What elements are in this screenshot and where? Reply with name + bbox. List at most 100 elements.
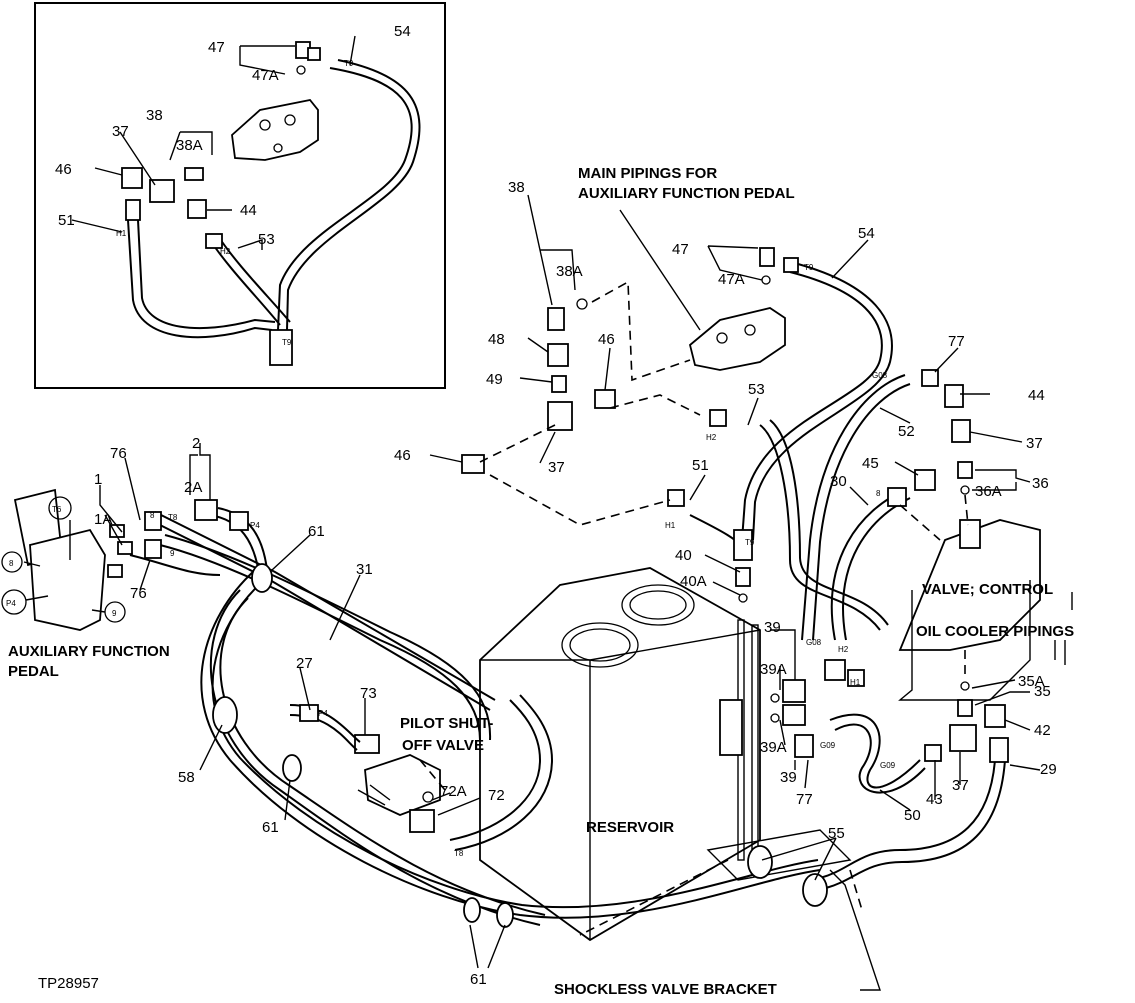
fitting-47 (759, 247, 775, 267)
callout-1a: 1A (94, 511, 112, 528)
reservoir-cap-1 (561, 622, 639, 668)
callout-47: 47 (672, 241, 689, 258)
clamp-55b (802, 873, 828, 907)
callout-35a: 35A (1018, 673, 1045, 690)
fitting-38 (547, 307, 565, 331)
callout-53: 53 (748, 381, 765, 398)
callout-77b: 77 (796, 791, 813, 808)
caption-main-pipings-1: MAIN PIPINGS FOR (578, 165, 717, 182)
inset-hose-54 (277, 67, 413, 331)
caption-pilot-2: OFF VALVE (402, 737, 484, 754)
fitting-37 (547, 401, 573, 431)
dashed-connections (419, 280, 969, 936)
code-g09a: G09 (820, 741, 836, 750)
inset-label-46: 46 (55, 161, 72, 178)
callout-72: 72 (488, 787, 505, 804)
fitting-37c (949, 724, 977, 752)
clamp-58 (212, 696, 238, 734)
main-fittings (144, 247, 1009, 763)
circled-8 (1, 551, 23, 573)
callout-numbers: 38 38A 48 49 46 46 37 47 47A 54 53 51 77… (94, 179, 1057, 988)
inset-label-47: 47 (208, 39, 225, 56)
hose-lower-loop (200, 569, 821, 919)
code-9a: 9 (170, 549, 175, 558)
code-h1b: H1 (850, 678, 861, 687)
code-p4b: P4 (318, 709, 328, 718)
callout-37c: 37 (952, 777, 969, 794)
oring-36a (960, 485, 970, 495)
callout-55: 55 (828, 825, 845, 842)
pilot-fitting-73 (354, 734, 380, 754)
reservoir-cap-2 (621, 584, 695, 626)
callout-72a: 72A (440, 783, 467, 800)
callout-48: 48 (488, 331, 505, 348)
hose-pilot (449, 699, 542, 841)
callout-42: 42 (1034, 722, 1051, 739)
fitting-39a (782, 679, 806, 703)
code-8a: 8 (150, 511, 155, 520)
code-t9b: T9 (745, 538, 755, 547)
inset-label-38: 38 (146, 107, 163, 124)
callout-27: 27 (296, 655, 313, 672)
inset-code-h2: H2 (220, 247, 231, 256)
fitting-29 (989, 737, 1009, 763)
hose-53 (759, 424, 881, 631)
inset-label-37: 37 (112, 123, 129, 140)
circled-t6 (48, 496, 72, 520)
callout-51: 51 (692, 457, 709, 474)
callout-35: 35 (1034, 683, 1051, 700)
callout-36: 36 (1032, 475, 1049, 492)
oring-47a (761, 275, 771, 285)
inset-label-51: 51 (58, 212, 75, 229)
code-h1: H1 (665, 521, 676, 530)
callout-46b: 46 (394, 447, 411, 464)
fitting-49 (551, 375, 567, 393)
callout-61b: 61 (262, 819, 279, 836)
circled-p4 (1, 589, 27, 615)
caption-reservoir: RESERVOIR (586, 819, 674, 836)
callout-50: 50 (904, 807, 921, 824)
callout-2: 2 (192, 435, 200, 452)
callout-40a: 40A (680, 573, 707, 590)
callout-76b: 76 (130, 585, 147, 602)
oring-35a (960, 681, 970, 691)
inset-code-t9a: T9 (344, 59, 354, 68)
fitting-77a (921, 369, 939, 387)
inset-panel: 47 47A 54 38 38A 37 46 44 51 53 H1 H2 T9… (34, 2, 446, 389)
control-valve-body (898, 519, 1041, 651)
caption-shockless: SHOCKLESS VALVE BRACKET (554, 981, 777, 998)
callout-39a: 39 (764, 619, 781, 636)
inset-hose-51 (127, 219, 273, 339)
fitting-42 (984, 704, 1006, 728)
oring-38a (576, 298, 588, 310)
clamps (212, 563, 828, 928)
inset-frame (34, 2, 446, 389)
code-t8b: T8 (454, 849, 464, 858)
reservoir (479, 567, 852, 942)
circled-t6-text: T6 (52, 505, 62, 514)
inset-fitting-37 (149, 179, 175, 203)
code-g08b: G08 (806, 638, 822, 647)
caption-aux-pedal-1: AUXILIARY FUNCTION (8, 643, 170, 660)
clamp-61b (282, 754, 302, 782)
callout-29: 29 (1040, 761, 1057, 778)
code-g08a: G08 (872, 371, 888, 380)
fitting-46a (594, 389, 616, 409)
fitting-codes: H1 H2 T9 T9 G08 G08 G09 G09 H1 H2 T8 T8 … (150, 263, 896, 858)
code-t8a: T8 (168, 513, 178, 522)
fitting-48 (547, 343, 569, 367)
hose-lines (129, 263, 1006, 926)
caption-main-pipings-2: AUXILIARY FUNCTION PEDAL (578, 185, 795, 202)
shockless-bracket (706, 829, 852, 881)
inset-code-h1: H1 (116, 229, 127, 238)
caption-oil-cooler: OIL COOLER PIPINGS (916, 623, 1074, 640)
callout-38a: 38A (556, 263, 583, 280)
inset-valve-body (231, 99, 319, 161)
inset-label-53: 53 (258, 231, 275, 248)
caption-pilot-1: PILOT SHUT- (400, 715, 493, 732)
inset-fitting-44 (187, 199, 207, 219)
hose-50 (829, 713, 921, 789)
fitting-46b (461, 454, 485, 474)
callout-38: 38 (508, 179, 525, 196)
